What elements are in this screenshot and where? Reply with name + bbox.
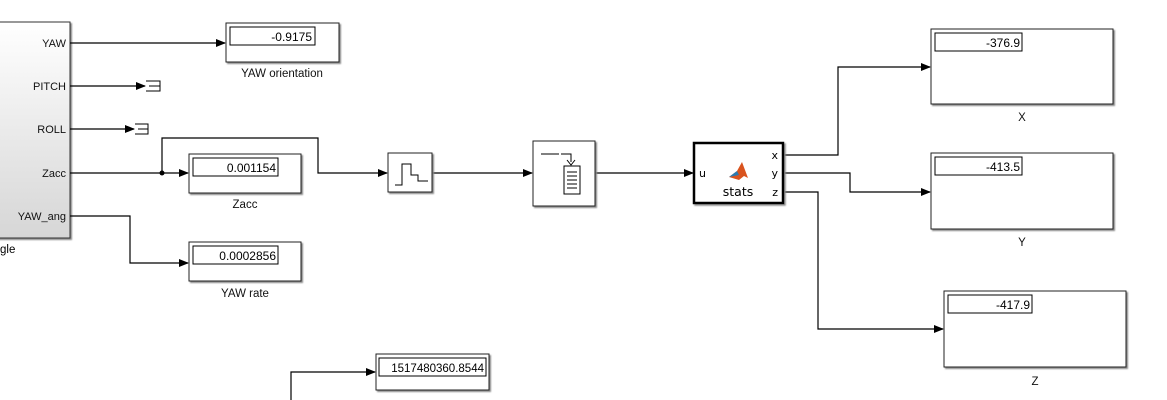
display-time[interactable]: 1517480360.8544 — [375, 353, 490, 391]
display-z[interactable]: -417.9 — [943, 290, 1127, 368]
display-label: YAW rate — [221, 288, 269, 300]
display-x[interactable]: -376.9 — [930, 28, 1114, 105]
output-port-z: z — [772, 186, 778, 199]
buffer-block[interactable] — [532, 140, 596, 207]
port-pitch: PITCH — [33, 81, 66, 93]
port-yaw: YAW — [42, 38, 66, 50]
sensor-subsystem-block[interactable]: YAW PITCH ROLL Zacc YAW_ang — [0, 21, 71, 239]
display-label: X — [1018, 112, 1026, 124]
port-roll: ROLL — [37, 124, 66, 136]
input-port-u: u — [699, 167, 706, 180]
wire-z[interactable] — [783, 191, 944, 333]
output-port-y: y — [771, 167, 778, 180]
port-yaw-ang: YAW_ang — [18, 211, 66, 223]
display-yaw-rate[interactable]: 0.0002856 — [188, 241, 302, 282]
display-value: -0.9175 — [271, 30, 312, 44]
display-zacc[interactable]: 0.001154 — [188, 153, 302, 194]
display-y[interactable]: -413.5 — [930, 152, 1114, 230]
display-label: Y — [1018, 237, 1026, 249]
wire-yaw-ang[interactable] — [70, 215, 189, 267]
stats-block-name: stats — [723, 184, 754, 199]
port-zacc: Zacc — [42, 168, 66, 180]
wire-x[interactable] — [783, 63, 931, 156]
wire-y[interactable] — [783, 172, 931, 196]
display-value: -413.5 — [986, 160, 1020, 174]
display-yaw-orientation[interactable]: -0.9175 — [225, 22, 340, 63]
display-label: YAW orientation — [241, 68, 323, 80]
stats-function-block[interactable]: u x y z stats — [692, 141, 785, 205]
display-value: 1517480360.8544 — [391, 363, 484, 375]
terminator-pitch[interactable] — [146, 80, 161, 92]
subsystem-label: gle — [0, 244, 15, 256]
display-value: 0.0002856 — [219, 249, 276, 263]
terminator-roll[interactable] — [135, 123, 149, 135]
display-label: Zacc — [233, 199, 258, 211]
display-label: Z — [1031, 376, 1038, 388]
display-value: -376.9 — [986, 36, 1020, 50]
wire-zacc-branch[interactable] — [161, 137, 388, 177]
display-value: -417.9 — [996, 298, 1030, 312]
wire-time[interactable] — [290, 368, 376, 400]
buffer-icon — [541, 153, 581, 195]
display-value: 0.001154 — [227, 161, 276, 175]
output-port-x: x — [771, 149, 778, 162]
step-icon — [395, 163, 428, 186]
zero-order-hold-block[interactable] — [387, 152, 433, 193]
matlab-logo-icon — [729, 162, 748, 180]
